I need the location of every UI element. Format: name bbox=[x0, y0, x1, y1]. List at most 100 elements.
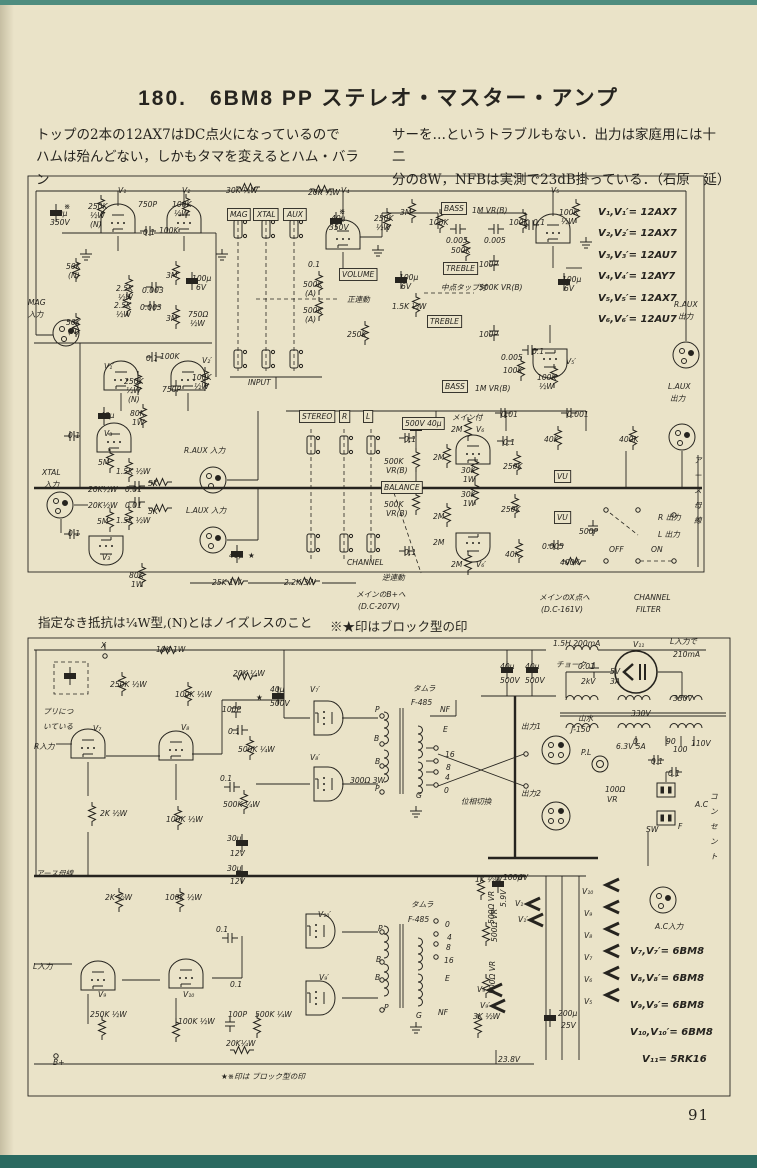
schematic-label: ½W bbox=[190, 319, 205, 328]
sym-o-symbol bbox=[379, 789, 385, 795]
schematic-label: 750P bbox=[162, 385, 181, 394]
sym-t-symbol bbox=[96, 422, 132, 453]
schematic-label: 400K bbox=[619, 435, 639, 444]
sym-o-symbol bbox=[635, 507, 641, 513]
sym-o-symbol bbox=[102, 653, 108, 659]
sym-o-symbol bbox=[433, 745, 439, 751]
boxed-label: VU bbox=[557, 513, 568, 522]
schematic-label: 400K bbox=[560, 558, 580, 567]
sym-sl-symbol bbox=[289, 219, 304, 239]
schematic-label: 40μ bbox=[331, 214, 346, 223]
schematic-label: 1M VR(B) bbox=[472, 206, 507, 215]
schematic-label: 2kV bbox=[581, 677, 596, 686]
schematic-label: V₆,V₆′= 12AU7 bbox=[598, 314, 677, 325]
schematic-label: 100K bbox=[160, 352, 180, 361]
sym-rv-symbol bbox=[412, 490, 420, 516]
schematic-label: CHANNEL bbox=[347, 558, 384, 567]
sym-sl-symbol bbox=[261, 219, 276, 239]
schematic-label: V₉ bbox=[98, 990, 106, 999]
schematic-label: 23.8V bbox=[498, 1055, 521, 1064]
sym-rv-symbol bbox=[88, 801, 96, 827]
schematic-label: 30K bbox=[461, 466, 477, 475]
boxed-label: BASS bbox=[445, 382, 465, 391]
schematic-label: V₇′ bbox=[310, 685, 320, 694]
schematic-label: 1.5H 200mA bbox=[553, 639, 600, 648]
schematic-label: 250K bbox=[124, 377, 144, 386]
sym-o-symbol bbox=[523, 751, 529, 757]
schematic-label: ン bbox=[710, 807, 718, 816]
intro-right-line2: 分の8W，NFBは実測で23dB掛っている．（石原 延） bbox=[392, 171, 731, 188]
schematic-label: 500V bbox=[270, 699, 290, 708]
schematic-label: ½W bbox=[561, 217, 576, 226]
schematic-label: 100μ bbox=[503, 873, 522, 882]
schematic-label: 100K ½W bbox=[165, 893, 202, 902]
schematic-label: R 出力 bbox=[658, 513, 682, 522]
schematic-label: V₇ bbox=[584, 953, 592, 962]
schematic-label: 100P bbox=[222, 705, 241, 714]
intro-paragraph-right: サーを…というトラブルもない．出力は家庭用には十二 分の8W，NFBは実測で23… bbox=[392, 124, 731, 191]
schematic-label: ★※印は ブロック型の印 bbox=[221, 1072, 306, 1081]
schematic-label: 750P bbox=[138, 200, 157, 209]
sym-sl-symbol bbox=[233, 349, 248, 369]
sym-t-symbol bbox=[313, 766, 344, 802]
sym-g-symbol bbox=[409, 1021, 423, 1034]
sym-plug-symbol bbox=[656, 810, 676, 826]
schematic-label: 5K bbox=[148, 507, 159, 516]
sym-t-symbol bbox=[70, 728, 106, 759]
sym-chev-symbol bbox=[604, 877, 621, 893]
schematic-label: 0.1 bbox=[651, 757, 663, 766]
sym-c3-symbol bbox=[672, 341, 700, 369]
schematic-label: V₆ bbox=[476, 425, 484, 434]
sym-sl-symbol bbox=[306, 435, 321, 455]
schematic-label: 250K bbox=[503, 462, 523, 471]
sym-o-symbol bbox=[603, 507, 609, 513]
schematic-label: 100K bbox=[172, 200, 192, 209]
sym-chev-symbol bbox=[604, 921, 621, 937]
schematic-label: 6.3V 5A bbox=[616, 742, 646, 751]
schematic-label: 2M bbox=[433, 453, 445, 462]
schematic-label: 12V bbox=[230, 849, 246, 858]
sym-lamp-symbol bbox=[591, 755, 609, 773]
schematic-label: プリにつ bbox=[43, 707, 74, 716]
schematic-label: ※ bbox=[339, 207, 345, 216]
schematic-label: 5.9V bbox=[499, 889, 508, 907]
schematic-label: 2K ½W bbox=[100, 809, 128, 818]
sym-c3-symbol bbox=[199, 526, 227, 554]
schematic-label: 線 bbox=[694, 516, 703, 525]
schematic-label: V₉,V₉′= 6BM8 bbox=[630, 1000, 704, 1011]
sym-o-symbol bbox=[523, 783, 529, 789]
block-cap-note: ※★印はブロック型の印 bbox=[330, 619, 468, 634]
schematic-label: V₃′ bbox=[102, 553, 112, 562]
schematic-label: 16 bbox=[445, 750, 455, 759]
schematic-label: INPUT bbox=[248, 378, 272, 387]
schematic-label: FILTER bbox=[636, 605, 661, 614]
schematic-label: F bbox=[678, 822, 683, 831]
schematic-label: 3M bbox=[166, 314, 178, 323]
schematic-label: 1K ½W bbox=[475, 875, 503, 884]
boxed-label: STEREO bbox=[302, 412, 332, 421]
boxed-label: R bbox=[342, 412, 347, 421]
schematic-label: VR(B) bbox=[386, 466, 408, 475]
schematic-label: V₁ bbox=[515, 899, 523, 908]
boxed-label: 500V 40μ bbox=[405, 419, 442, 428]
sym-o-symbol bbox=[433, 758, 439, 764]
sym-oh-symbol bbox=[617, 695, 651, 701]
schematic-label: 100μ bbox=[399, 273, 418, 282]
sym-ov-symbol bbox=[383, 711, 389, 745]
schematic-label: 6V bbox=[401, 282, 412, 291]
schematic-label: E bbox=[443, 725, 448, 734]
sym-rv-symbol bbox=[443, 502, 451, 528]
schematic-label: 500K ¼W bbox=[255, 1010, 292, 1019]
schematic-label: F-485 bbox=[408, 915, 429, 924]
schematic-label: セ bbox=[710, 822, 718, 831]
sym-rv-symbol bbox=[464, 550, 472, 576]
schematic-label: 300Ω 3W bbox=[350, 776, 386, 785]
schematic-label: 750Ω bbox=[188, 310, 208, 319]
schematic-label: 5K bbox=[148, 479, 159, 488]
schematic-label: 100P bbox=[479, 260, 498, 269]
schematic-label: 0.005 bbox=[484, 236, 506, 245]
schematic-label: V₅′ bbox=[566, 357, 576, 366]
schematic-label: 350V bbox=[50, 218, 70, 227]
schematic-label: 500Ω VR bbox=[488, 961, 497, 994]
sym-ov-symbol bbox=[417, 761, 423, 795]
